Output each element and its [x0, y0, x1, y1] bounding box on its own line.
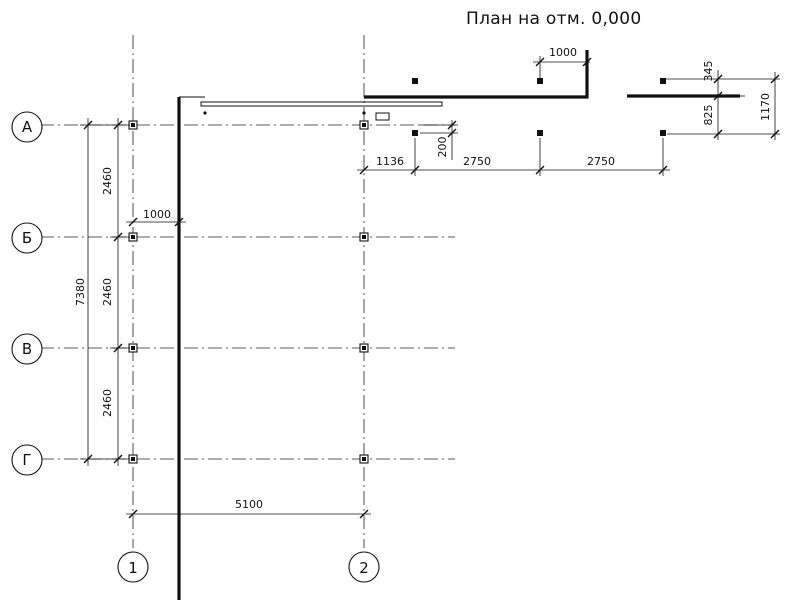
- dimension-left: 7380 2460 2460 2460: [74, 118, 130, 466]
- dimension-200: 200: [420, 120, 458, 160]
- post: [660, 130, 666, 136]
- dimension-top-1000: 1000: [533, 46, 592, 80]
- axis-bubble-g: Г: [11, 444, 43, 476]
- column: [359, 232, 369, 242]
- dim-1000-top: 1000: [549, 46, 577, 59]
- beam-thin: [200, 101, 443, 107]
- column: [359, 343, 369, 353]
- dim-5100: 5100: [235, 498, 263, 511]
- dim-2750-b: 2750: [587, 155, 615, 168]
- post: [660, 78, 666, 84]
- axis-bubble-v: В: [11, 333, 43, 365]
- post: [412, 78, 418, 84]
- dim-2460-vg: 2460: [101, 389, 114, 417]
- axis-bubble-a: А: [11, 111, 43, 143]
- dim-825: 825: [702, 105, 715, 126]
- dim-2460-ab: 2460: [101, 167, 114, 195]
- axis-bubble-b: Б: [11, 222, 43, 254]
- dimension-offset-1000: 1000: [126, 208, 186, 227]
- dim-2750-a: 2750: [463, 155, 491, 168]
- wall-upper: [364, 50, 589, 99]
- dimension-bottom: 5100: [126, 498, 371, 519]
- dim-7380: 7380: [74, 278, 87, 306]
- dimension-chain-top: 1136 2750 2750: [357, 138, 670, 176]
- plan-title: План на отм. 0,000: [466, 9, 642, 29]
- axis-label-1: 1: [128, 559, 138, 577]
- post: [537, 130, 543, 136]
- axis-label-2: 2: [359, 559, 369, 577]
- column: [359, 120, 369, 130]
- post: [412, 130, 418, 136]
- axis-label-g: Г: [22, 451, 31, 469]
- walls: [177, 50, 740, 600]
- anchor-dot-left: [203, 111, 207, 115]
- axis-label-b: Б: [22, 229, 32, 247]
- dim-2460-bv: 2460: [101, 278, 114, 306]
- column: [359, 454, 369, 464]
- axis-bubble-2: 2: [348, 551, 380, 583]
- opening-rect: [375, 112, 390, 121]
- post: [537, 78, 543, 84]
- column: [128, 454, 138, 464]
- columns: [128, 78, 666, 464]
- axis-bubble-1: 1: [117, 551, 149, 583]
- axis-label-v: В: [22, 340, 32, 358]
- dim-1000-left: 1000: [143, 208, 171, 221]
- anchor-dot-right: [362, 111, 366, 115]
- column: [128, 232, 138, 242]
- dimension-right: 345 825 1170: [665, 61, 780, 140]
- dim-345: 345: [702, 61, 715, 82]
- dim-1170: 1170: [759, 93, 772, 121]
- column: [128, 120, 138, 130]
- dim-200: 200: [436, 137, 449, 158]
- dim-1136: 1136: [376, 155, 404, 168]
- axis-label-a: А: [22, 118, 33, 136]
- column: [128, 343, 138, 353]
